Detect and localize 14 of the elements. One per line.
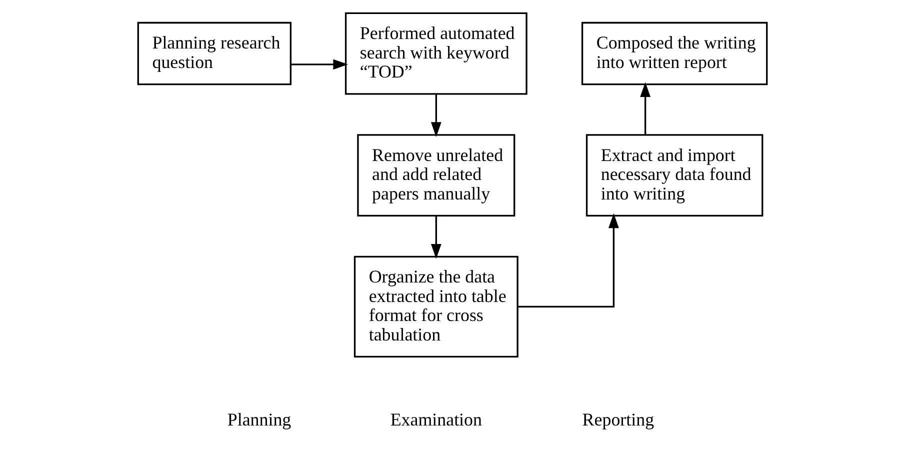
arrow <box>430 94 442 138</box>
node-box: Organize the data extracted into table format for cross tabulation <box>354 256 518 358</box>
label: Examination <box>390 410 482 430</box>
node-box: Extract and import necessary data found into writing <box>586 134 764 217</box>
arrow <box>518 213 619 308</box>
node-box: Composed the writing into written report <box>581 22 768 86</box>
label: Reporting <box>582 410 654 430</box>
node-box: Performed automated search with keyword “TOD” <box>344 12 528 95</box>
arrow <box>430 216 442 259</box>
label: Planning <box>227 410 292 430</box>
node-box: Planning research question <box>137 22 292 86</box>
arrow <box>290 59 348 70</box>
node-box: Remove unrelated and add related papers manually <box>357 134 516 217</box>
arrow <box>640 82 651 135</box>
